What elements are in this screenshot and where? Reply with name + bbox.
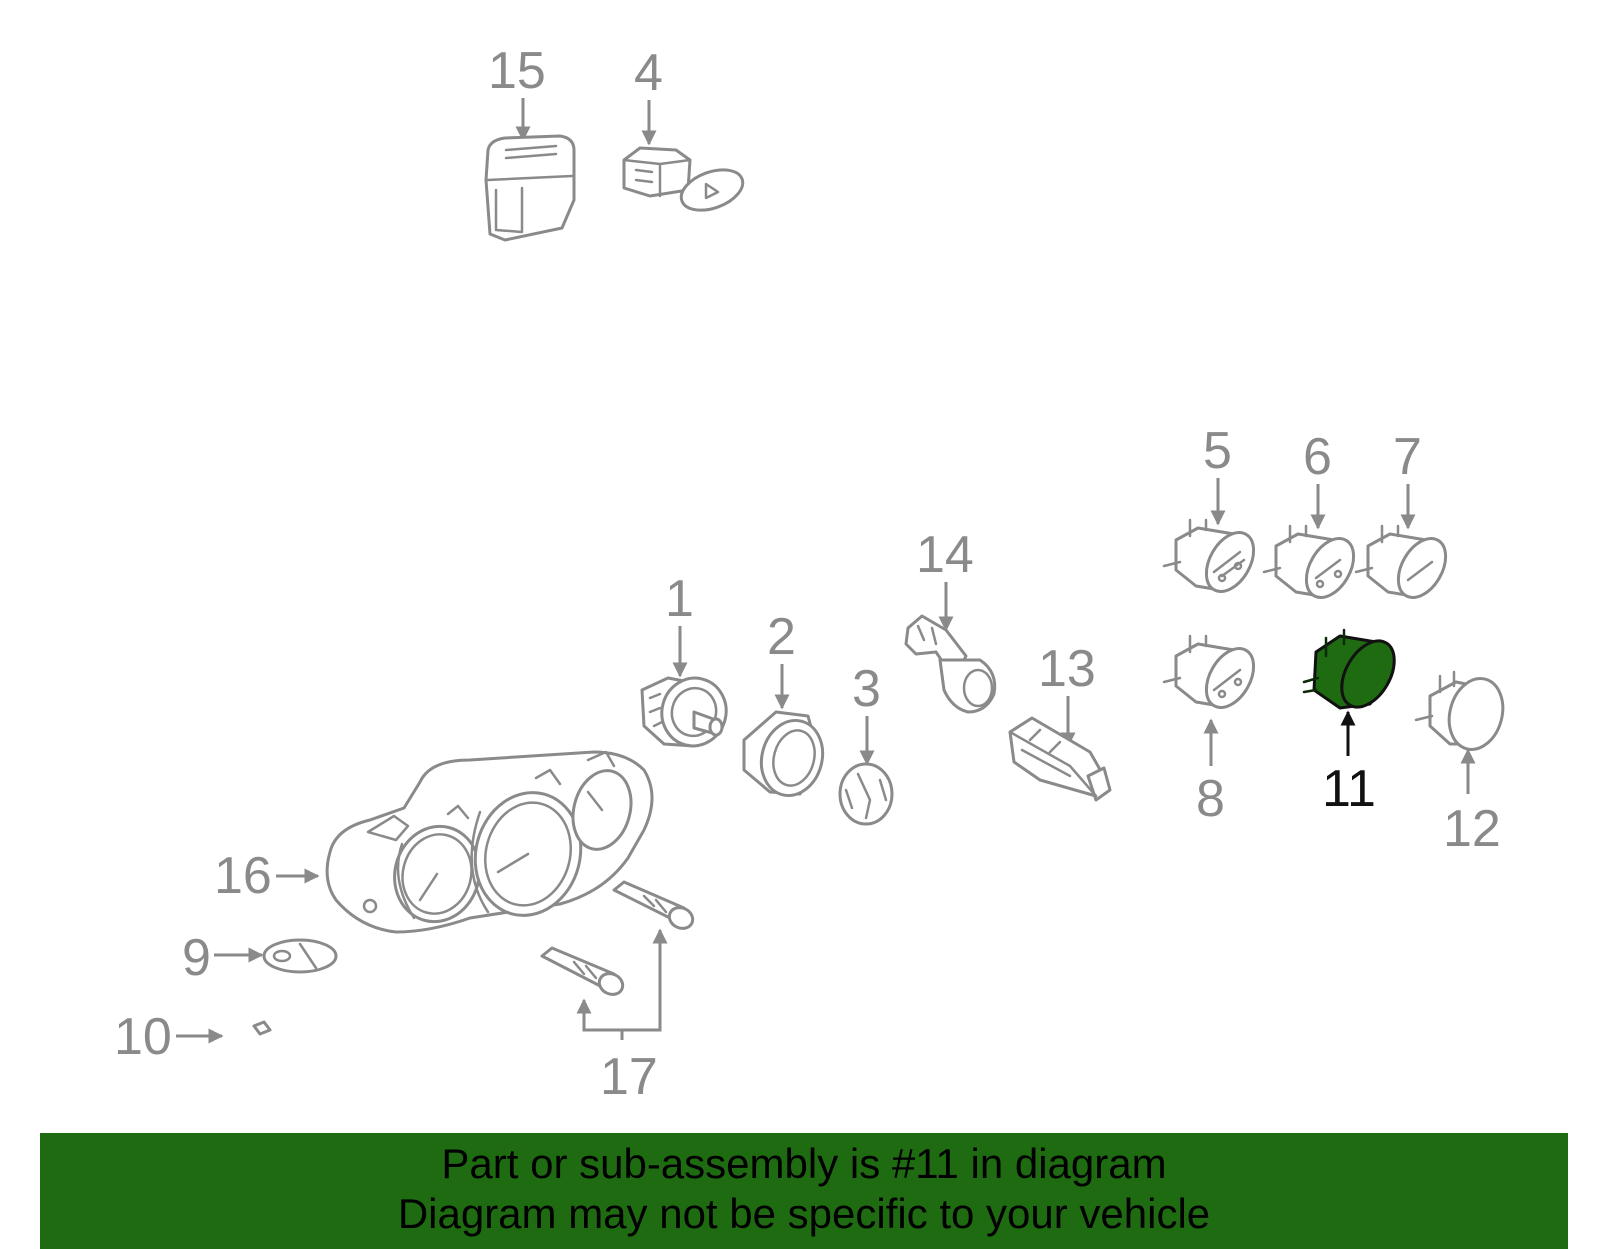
part-5[interactable]: 5	[1162, 422, 1263, 600]
part-4[interactable]: 4	[622, 44, 748, 218]
callout-4: 4	[634, 44, 663, 102]
callout-11: 11	[1322, 760, 1376, 818]
info-banner: Part or sub-assembly is #11 in diagram D…	[40, 1133, 1568, 1249]
part-12[interactable]: 12	[1414, 670, 1510, 858]
callout-12: 12	[1443, 800, 1501, 858]
banner-line-1: Part or sub-assembly is #11 in diagram	[441, 1140, 1167, 1187]
part-15[interactable]: 15	[484, 42, 576, 242]
callout-15: 15	[488, 42, 546, 100]
callout-10: 10	[114, 1008, 172, 1066]
callout-14: 14	[916, 526, 974, 584]
part-1[interactable]: 1	[640, 570, 734, 753]
callout-7: 7	[1393, 428, 1422, 486]
part-9[interactable]: 9	[182, 929, 338, 987]
callout-6: 6	[1303, 428, 1332, 486]
callout-5: 5	[1203, 422, 1232, 480]
banner-line-2: Diagram may not be specific to your vehi…	[397, 1190, 1211, 1237]
callout-9: 9	[182, 929, 211, 987]
part-3[interactable]: 3	[838, 660, 894, 826]
part-13[interactable]: 13	[1008, 640, 1112, 802]
part-2[interactable]: 2	[742, 608, 831, 802]
part-8[interactable]: 8	[1162, 634, 1263, 828]
part-7[interactable]: 7	[1354, 428, 1455, 606]
callout-3: 3	[852, 660, 881, 718]
callout-2: 2	[767, 608, 796, 666]
callout-1: 1	[665, 570, 694, 628]
part-16[interactable]: 16	[214, 750, 654, 934]
part-17[interactable]: 17	[540, 880, 696, 1106]
callout-13: 13	[1038, 640, 1096, 698]
callout-16: 16	[214, 847, 272, 905]
part-10[interactable]: 10	[114, 1008, 272, 1066]
callout-17: 17	[600, 1048, 658, 1106]
callout-8: 8	[1196, 770, 1225, 828]
part-6[interactable]: 6	[1262, 428, 1363, 606]
part-11[interactable]: 11	[1302, 628, 1405, 818]
part-14[interactable]: 14	[904, 526, 997, 714]
